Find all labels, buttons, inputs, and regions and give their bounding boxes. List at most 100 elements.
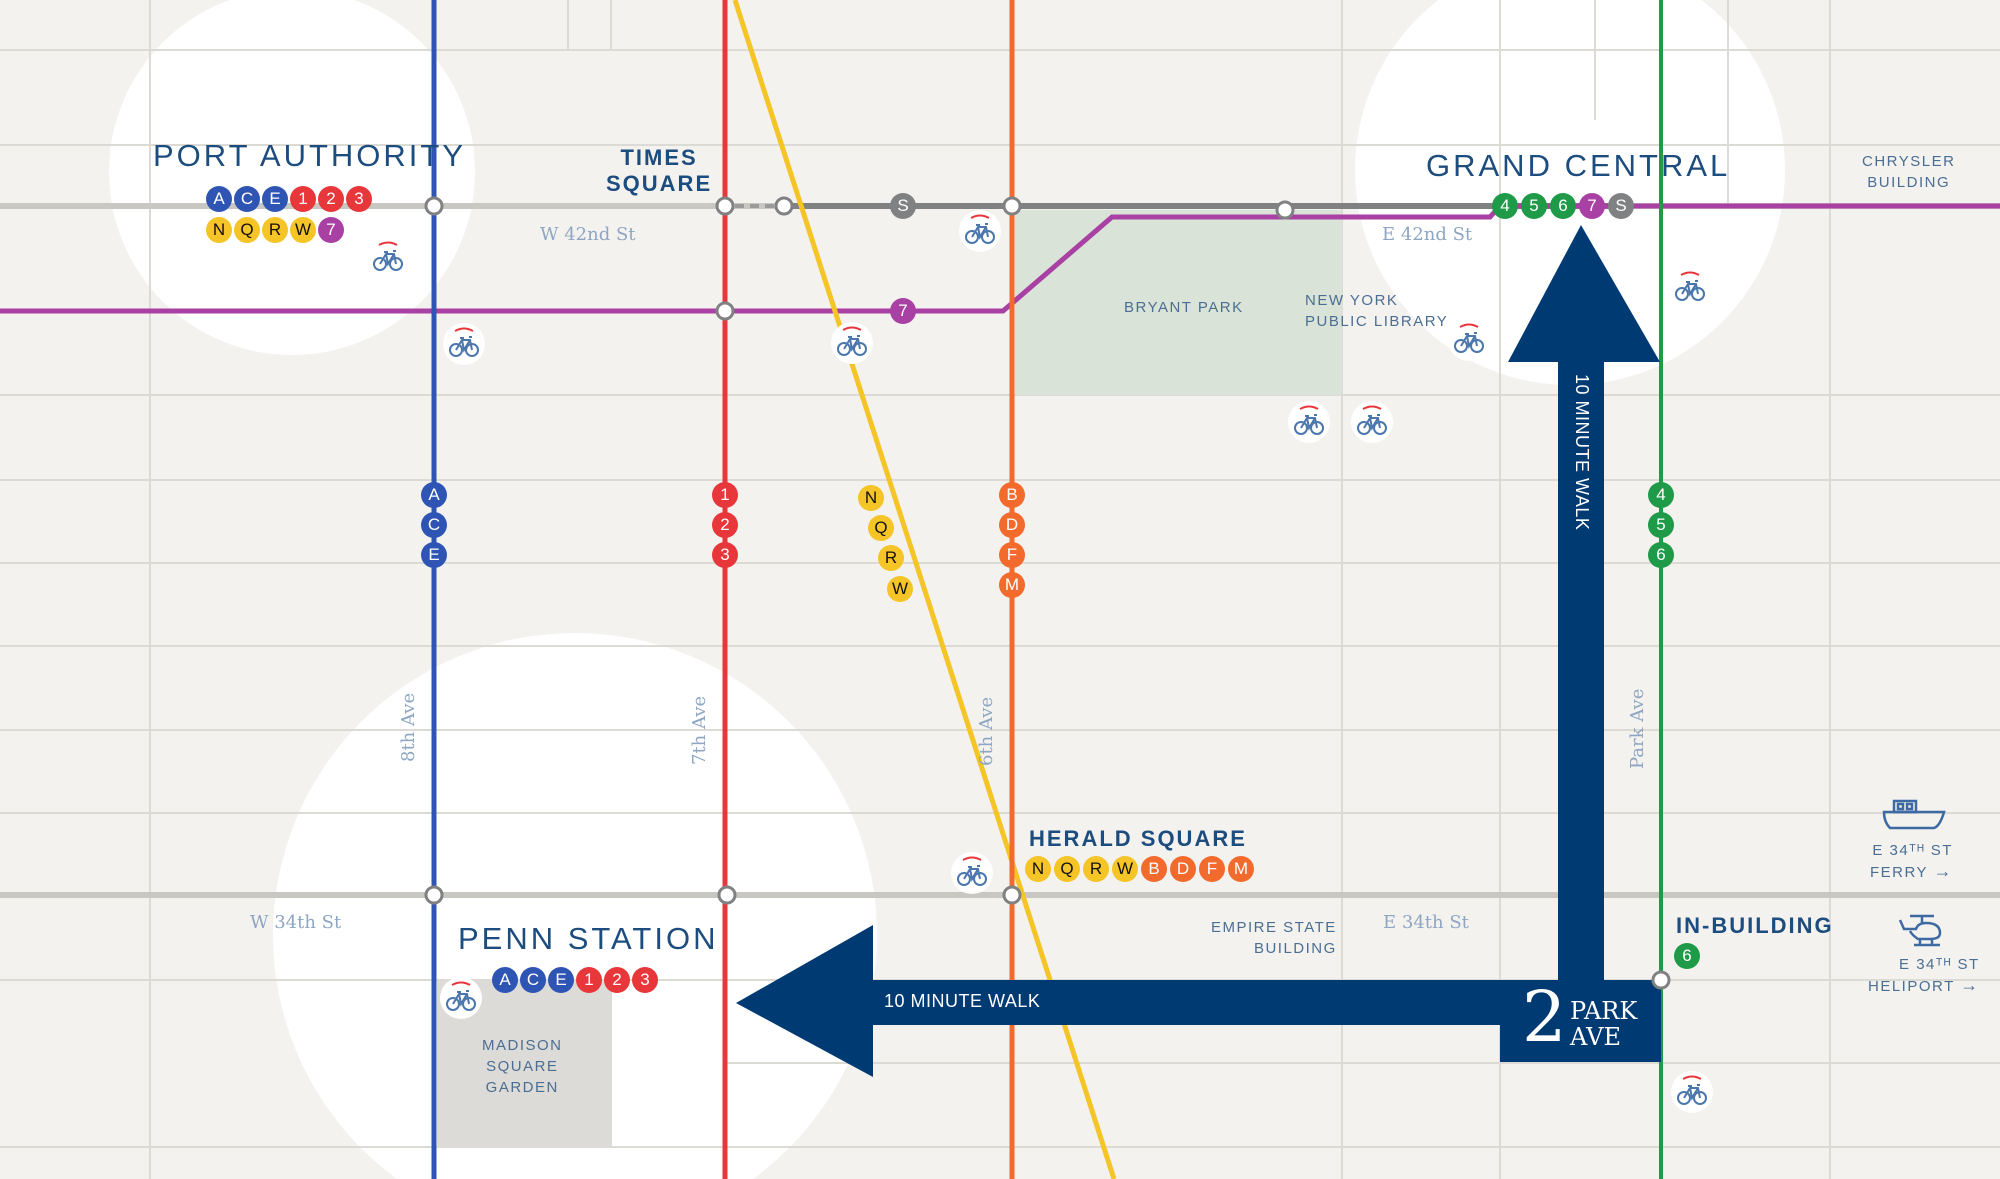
line-bullet-3: 3 <box>712 542 738 568</box>
street-label-6th-ave: 6th Ave <box>976 696 997 766</box>
chrysler-line2: BUILDING <box>1867 174 1951 191</box>
landmark-bryant-park: BRYANT PARK <box>1124 299 1244 316</box>
brand-word-ave: AVE <box>1570 1023 1621 1051</box>
line-bullet-a: A <box>421 482 447 508</box>
arrow-right-icon: → <box>1960 975 1980 995</box>
line-bullet-f: F <box>1199 856 1225 882</box>
line-bullet-4: 4 <box>1648 482 1674 508</box>
helicopter-icon <box>1898 914 1942 947</box>
in-building-lines: 6 <box>1674 943 1700 969</box>
street-label-w34: W 34th St <box>250 912 342 933</box>
line-bullet-6: 6 <box>1674 943 1700 969</box>
street-label-e42: E 42nd St <box>1382 224 1473 245</box>
line-bullet-5: 5 <box>1648 512 1674 538</box>
port-authority-lines-row1: A C E 1 2 3 <box>206 186 372 212</box>
nypl-line1: NEW YORK <box>1305 292 1399 309</box>
street-label-7th-ave: 7th Ave <box>689 695 710 765</box>
line-bullet-7: 7 <box>1579 193 1605 219</box>
street-label-park-ave: Park Ave <box>1627 688 1648 769</box>
line-bullet-d: D <box>999 512 1025 538</box>
walk-label-vertical: 10 MINUTE WALK <box>1572 374 1592 531</box>
line-bullet-1: 1 <box>290 186 316 212</box>
transfer-nodes <box>424 196 1671 990</box>
line-bullet-6: 6 <box>1550 193 1576 219</box>
station-name-port-authority: PORT AUTHORITY <box>153 138 467 173</box>
eighth-ave-line-markers: A C E <box>421 482 447 568</box>
penn-station-lines: A C E 1 2 3 <box>492 967 658 993</box>
line-bullet-q: Q <box>1054 856 1080 882</box>
line-bullet-5: 5 <box>1521 193 1547 219</box>
line-bullet-w: W <box>1112 856 1138 882</box>
empire-line2: BUILDING <box>1253 940 1337 957</box>
line-bullet-w: W <box>887 576 913 602</box>
line-bullet-e: E <box>548 967 574 993</box>
line-bullet-b: B <box>999 482 1025 508</box>
line-bullet-1: 1 <box>712 482 738 508</box>
line-bullet-4: 4 <box>1492 193 1518 219</box>
line-bullet-3: 3 <box>632 967 658 993</box>
walk-route-arrows <box>736 225 1661 1077</box>
line-bullet-7: 7 <box>890 298 916 324</box>
sixth-ave-line-markers: B D F M <box>999 482 1025 598</box>
brand-word-park: PARK <box>1570 997 1638 1025</box>
msg-line1: MADISON <box>482 1037 563 1054</box>
landmark-nypl: NEW YORK PUBLIC LIBRARY <box>1305 290 1448 332</box>
line-bullet-q: Q <box>234 217 260 243</box>
line-bullet-f: F <box>999 542 1025 568</box>
grand-central-lines: 4 5 6 7 S <box>1492 193 1634 219</box>
line-bullet-n: N <box>858 485 884 511</box>
line-bullet-2: 2 <box>604 967 630 993</box>
ferry-label: E 34ᵀᴴ ST FERRY → <box>1870 841 1953 883</box>
line-bullet-c: C <box>421 512 447 538</box>
station-name-grand-central: GRAND CENTRAL <box>1426 148 1731 183</box>
line-bullet-e: E <box>262 186 288 212</box>
heliport-line2: HELIPORT <box>1868 978 1955 995</box>
seventh-ave-line-markers: 1 2 3 <box>712 482 738 568</box>
msg-line2: SQUARE <box>486 1058 559 1075</box>
landmark-chrysler: CHRYSLER BUILDING <box>1862 151 1955 193</box>
line-bullet-3: 3 <box>346 186 372 212</box>
line-bullet-e: E <box>421 542 447 568</box>
line-bullet-a: A <box>492 967 518 993</box>
ferry-line2: FERRY <box>1870 864 1928 881</box>
station-name-herald-square: HERALD SQUARE <box>1029 826 1247 851</box>
station-name-penn-station: PENN STATION <box>458 921 719 956</box>
line-bullet-c: C <box>234 186 260 212</box>
line-bullet-7: 7 <box>318 217 344 243</box>
line-bullet-b: B <box>1141 856 1167 882</box>
line-bullet-a: A <box>206 186 232 212</box>
landmark-msg: MADISON SQUARE GARDEN <box>482 1035 563 1098</box>
line-bullet-r: R <box>878 545 904 571</box>
walk-label-horizontal: 10 MINUTE WALK <box>884 991 1041 1011</box>
times-square-line1: TIMES <box>620 145 698 170</box>
line-bullet-s: S <box>1608 193 1634 219</box>
line-bullet-s: S <box>890 193 916 219</box>
chrysler-line1: CHRYSLER <box>1862 153 1956 170</box>
nypl-line2: PUBLIC LIBRARY <box>1305 313 1449 330</box>
arrow-right-icon: → <box>1933 861 1953 881</box>
brand-number: 2 <box>1522 976 1567 1058</box>
empire-line1: EMPIRE STATE <box>1211 919 1337 936</box>
msg-line3: GARDEN <box>485 1079 559 1096</box>
line-bullet-6: 6 <box>1648 542 1674 568</box>
street-label-8th-ave: 8th Ave <box>398 692 419 762</box>
line-bullet-r: R <box>1083 856 1109 882</box>
street-label-e34: E 34th St <box>1383 912 1469 933</box>
line-bullet-n: N <box>1025 856 1051 882</box>
line-bullet-q: Q <box>868 515 894 541</box>
line-bullet-m: M <box>1228 856 1254 882</box>
ferry-line1: E 34ᵀᴴ ST <box>1872 842 1953 859</box>
line-bullet-m: M <box>999 572 1025 598</box>
line-bullet-n: N <box>206 217 232 243</box>
station-name-in-building: IN-BUILDING <box>1676 913 1834 938</box>
times-square-line2: SQUARE <box>606 171 713 196</box>
street-label-w42: W 42nd St <box>540 224 636 245</box>
line-bullet-1: 1 <box>576 967 602 993</box>
landmark-empire-state: EMPIRE STATE BUILDING <box>1211 917 1337 959</box>
ferry-icon <box>1882 799 1946 830</box>
port-authority-lines-row2: N Q R W 7 <box>206 217 344 243</box>
line-bullet-2: 2 <box>318 186 344 212</box>
line-bullet-c: C <box>520 967 546 993</box>
park-ave-line-markers: 4 5 6 <box>1648 482 1674 568</box>
